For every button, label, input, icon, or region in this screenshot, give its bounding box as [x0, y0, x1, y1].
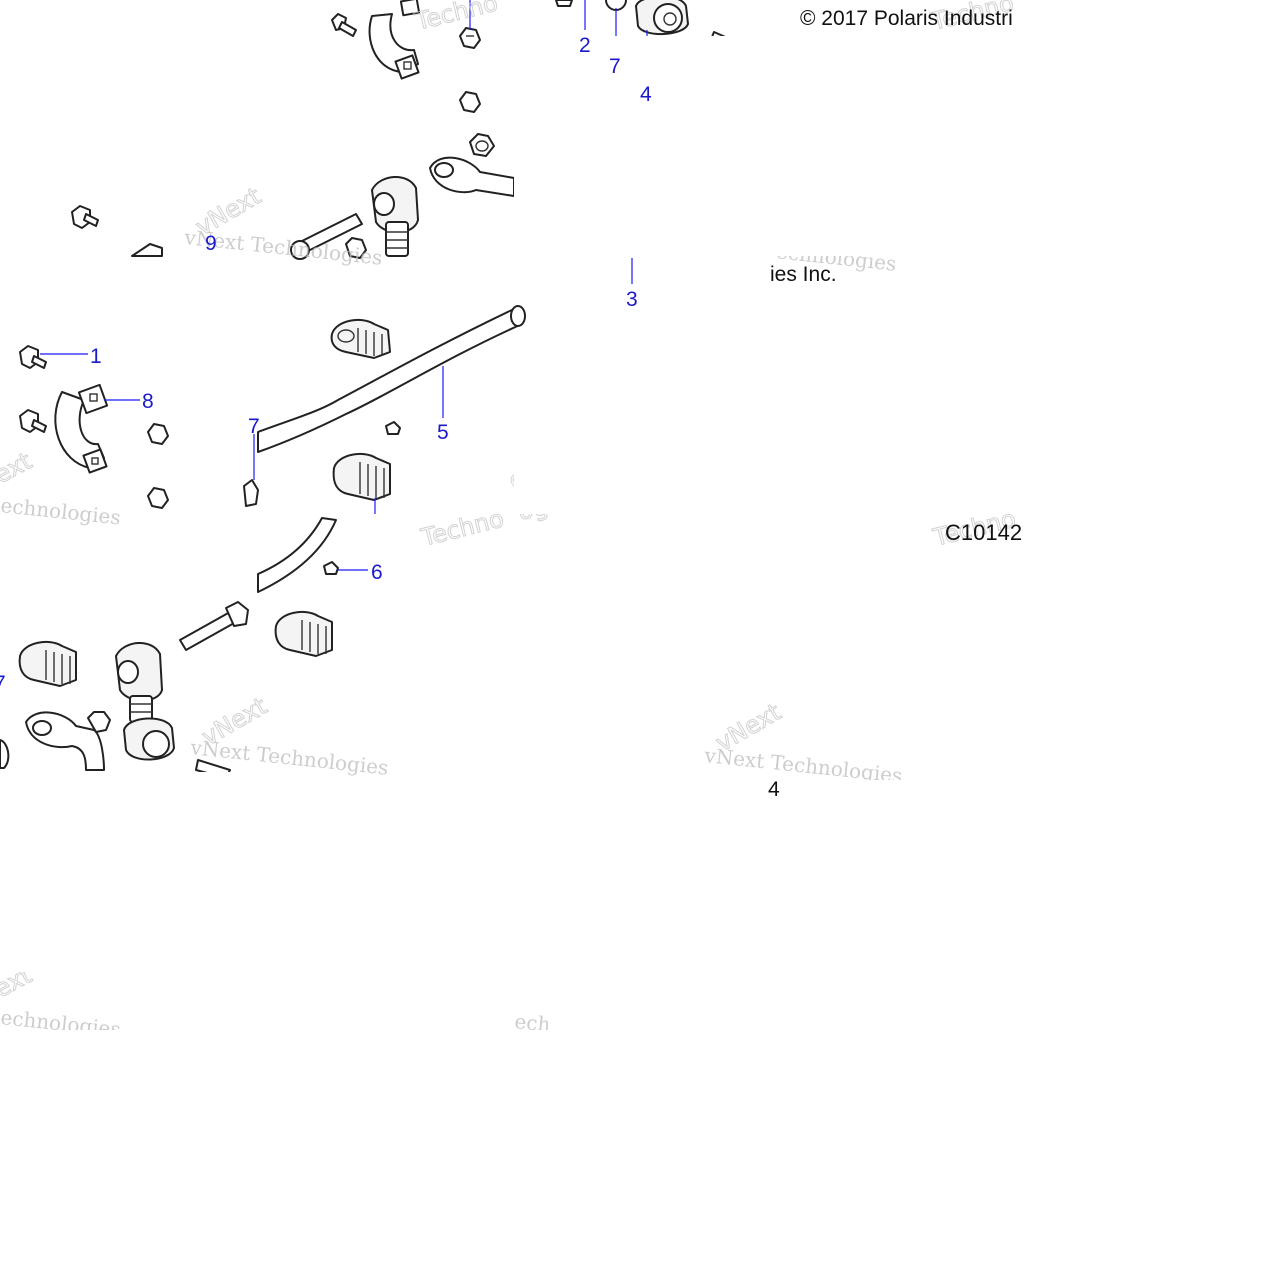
callout-1: 1	[90, 345, 102, 368]
callout-3: 3	[626, 288, 638, 311]
watermark-techno: Techno	[412, 0, 501, 36]
grease-fitting-6	[323, 561, 339, 575]
nut-part	[459, 27, 495, 157]
clamp-part	[368, 0, 421, 80]
clamp-part-8	[54, 383, 109, 474]
grease-fitting	[385, 421, 401, 435]
link-rod-part	[71, 156, 515, 260]
long-bolt-b	[179, 601, 249, 651]
callout-9: 9	[205, 232, 217, 255]
stabilizer-bar-part	[257, 305, 526, 453]
watermark-ext-1: ext	[0, 447, 36, 490]
callout-6: 6	[371, 561, 383, 584]
callouts: 2 7 4 9 3 1 8 7 5 6 7	[0, 34, 652, 695]
nut-part-mid	[147, 423, 169, 509]
bushing-part	[635, 0, 689, 36]
tile-center	[243, 305, 526, 514]
bolt-part-1	[19, 345, 47, 369]
part-number-text: C10142	[945, 520, 1022, 545]
bushing-upper	[330, 318, 391, 359]
callout-7-mid: 7	[248, 415, 260, 438]
bushing-part-b	[274, 610, 333, 657]
callout-4: 4	[640, 83, 652, 106]
bolt-part-2	[19, 409, 47, 433]
callout-7-left: 7	[0, 672, 6, 695]
bushing-part-c	[18, 640, 77, 687]
fragment-text: 4	[768, 778, 780, 801]
link-part-b	[115, 642, 175, 761]
arm-part	[25, 711, 105, 771]
watermark-echnologies-1: echnologies	[0, 493, 122, 529]
tile-bottom	[0, 517, 368, 779]
bolt-part	[331, 13, 357, 37]
tile-top-middle	[71, 0, 515, 260]
callout-5: 5	[437, 421, 449, 444]
tile-middle-left	[19, 345, 169, 509]
tile-top-right	[555, 0, 771, 284]
callout-8: 8	[142, 390, 154, 413]
copyright-text: © 2017 Polaris Industri	[800, 7, 1013, 30]
callout-2: 2	[579, 34, 591, 57]
bar-end-part	[257, 517, 337, 593]
watermark-techno-3: Techno	[418, 504, 507, 552]
copyright-fragment: ies Inc.	[770, 263, 837, 286]
bushing-lower	[332, 452, 391, 501]
callout-7-top: 7	[609, 55, 621, 78]
